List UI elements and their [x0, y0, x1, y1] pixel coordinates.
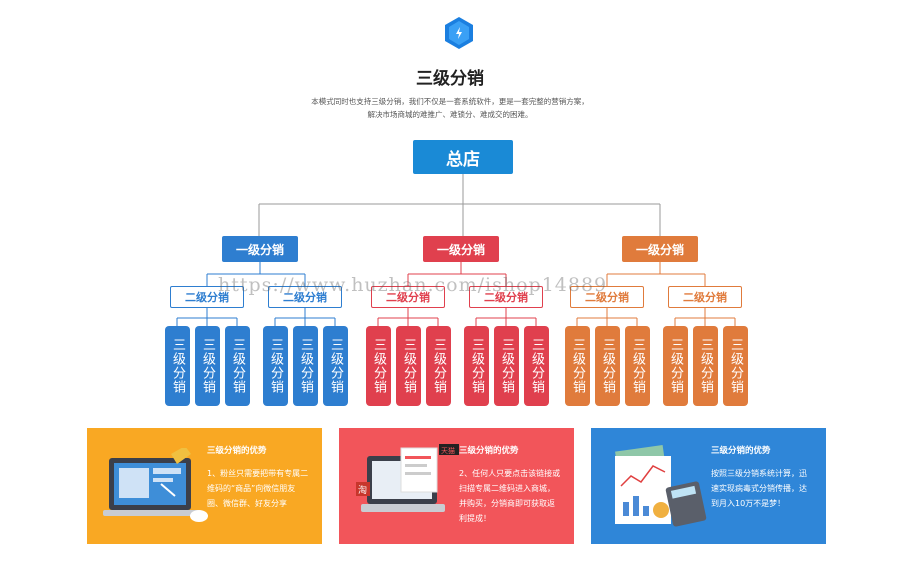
description-line-1: 本模式同时也支持三级分销，我们不仅是一套系统软件，更是一套完整的营销方案，: [311, 97, 589, 106]
level1-node-1: 一级分销: [222, 236, 298, 262]
card-2-text: 2、任何人只要点击该链接或扫描专属二维码进入商城， 并购买，分销商即可获取返利提成…: [459, 466, 560, 526]
advantage-card-1: 三级分销的优势 1、粉丝只需要把带有专属二维码的“商品”向微信朋友圈、微信群、好…: [87, 428, 322, 544]
level3-node-3-2-1: 三级分销: [663, 326, 688, 406]
card-1-line-1: 1、粉丝只需要把带有专属二: [207, 469, 309, 478]
level3-node-1-2-3: 三级分销: [323, 326, 348, 406]
level1-node-2: 一级分销: [423, 236, 499, 262]
card-3-title: 三级分销的优势: [711, 446, 771, 456]
level3-node-1-1-2: 三级分销: [195, 326, 220, 406]
card-1-text: 1、粉丝只需要把带有专属二维码的“商品”向微信朋友圈、微信群、好友分享: [207, 466, 308, 511]
card-3-line-2: 速实现病毒式分销传播，达: [711, 484, 807, 493]
report-calculator-icon: [615, 444, 707, 527]
card-2-line-2: 扫描专属二维码进入商城，: [459, 484, 555, 493]
laptop-design-icon: [103, 448, 208, 522]
root-node-head-store: 总店: [413, 140, 513, 174]
level3-node-2-2-1: 三级分销: [464, 326, 489, 406]
level2-node-1-2: 二级分销: [268, 286, 342, 308]
card-2-line-1: 2、任何人只要点击该链接或: [459, 469, 561, 478]
level2-node-3-2: 二级分销: [668, 286, 742, 308]
card-2-title: 三级分销的优势: [459, 446, 519, 456]
level2-node-1-1: 二级分销: [170, 286, 244, 308]
level3-node-2-2-2: 三级分销: [494, 326, 519, 406]
level2-node-2-1: 二级分销: [371, 286, 445, 308]
card-3-line-1: 按照三级分销系统计算，迅: [711, 469, 807, 478]
level3-node-3-1-2: 三级分销: [595, 326, 620, 406]
level3-node-2-1-3: 三级分销: [426, 326, 451, 406]
logo-hexagon-icon: [445, 17, 473, 49]
card-1-title: 三级分销的优势: [207, 446, 267, 456]
level3-node-3-1-1: 三级分销: [565, 326, 590, 406]
watermark-text: https://www.huzhan.com/ishop14889: [218, 274, 608, 296]
level3-node-1-2-1: 三级分销: [263, 326, 288, 406]
level2-node-2-2: 二级分销: [469, 286, 543, 308]
level2-node-3-1: 二级分销: [570, 286, 644, 308]
card-2-line-4: 利提成！: [459, 514, 491, 523]
card-3-text: 按照三级分销系统计算，迅速实现病毒式分销传播，达到月入10万不是梦！: [711, 466, 807, 511]
level3-node-3-1-3: 三级分销: [625, 326, 650, 406]
level3-node-2-1-2: 三级分销: [396, 326, 421, 406]
laptop-shopping-icon: 淘 天猫: [356, 444, 459, 512]
level3-node-1-1-1: 三级分销: [165, 326, 190, 406]
page-title: 三级分销: [416, 69, 484, 89]
card-3-line-3: 到月入10万不是梦！: [711, 499, 786, 508]
advantage-card-3: 三级分销的优势 按照三级分销系统计算，迅速实现病毒式分销传播，达到月入10万不是…: [591, 428, 826, 544]
level3-node-2-1-1: 三级分销: [366, 326, 391, 406]
card-2-line-3: 并购买，分销商即可获取返: [459, 499, 555, 508]
level3-node-3-2-2: 三级分销: [693, 326, 718, 406]
card-1-line-3: 圈、微信群、好友分享: [207, 499, 287, 508]
level3-node-3-2-3: 三级分销: [723, 326, 748, 406]
advantage-card-2: 淘 天猫 三级分销的优势 2、任何人只要点击该链接或扫描专属二维码进入商城， 并购…: [339, 428, 574, 544]
level1-node-3: 一级分销: [622, 236, 698, 262]
card-1-line-2: 维码的“商品”向微信朋友: [207, 484, 296, 493]
taobao-badge: 淘: [358, 484, 367, 496]
level3-node-1-2-2: 三级分销: [293, 326, 318, 406]
level3-node-1-1-3: 三级分销: [225, 326, 250, 406]
description-line-2: 解决市场商城的难推广、难锁分、难成交的困难。: [367, 110, 533, 119]
level3-node-2-2-3: 三级分销: [524, 326, 549, 406]
tmall-badge: 天猫: [441, 446, 455, 455]
